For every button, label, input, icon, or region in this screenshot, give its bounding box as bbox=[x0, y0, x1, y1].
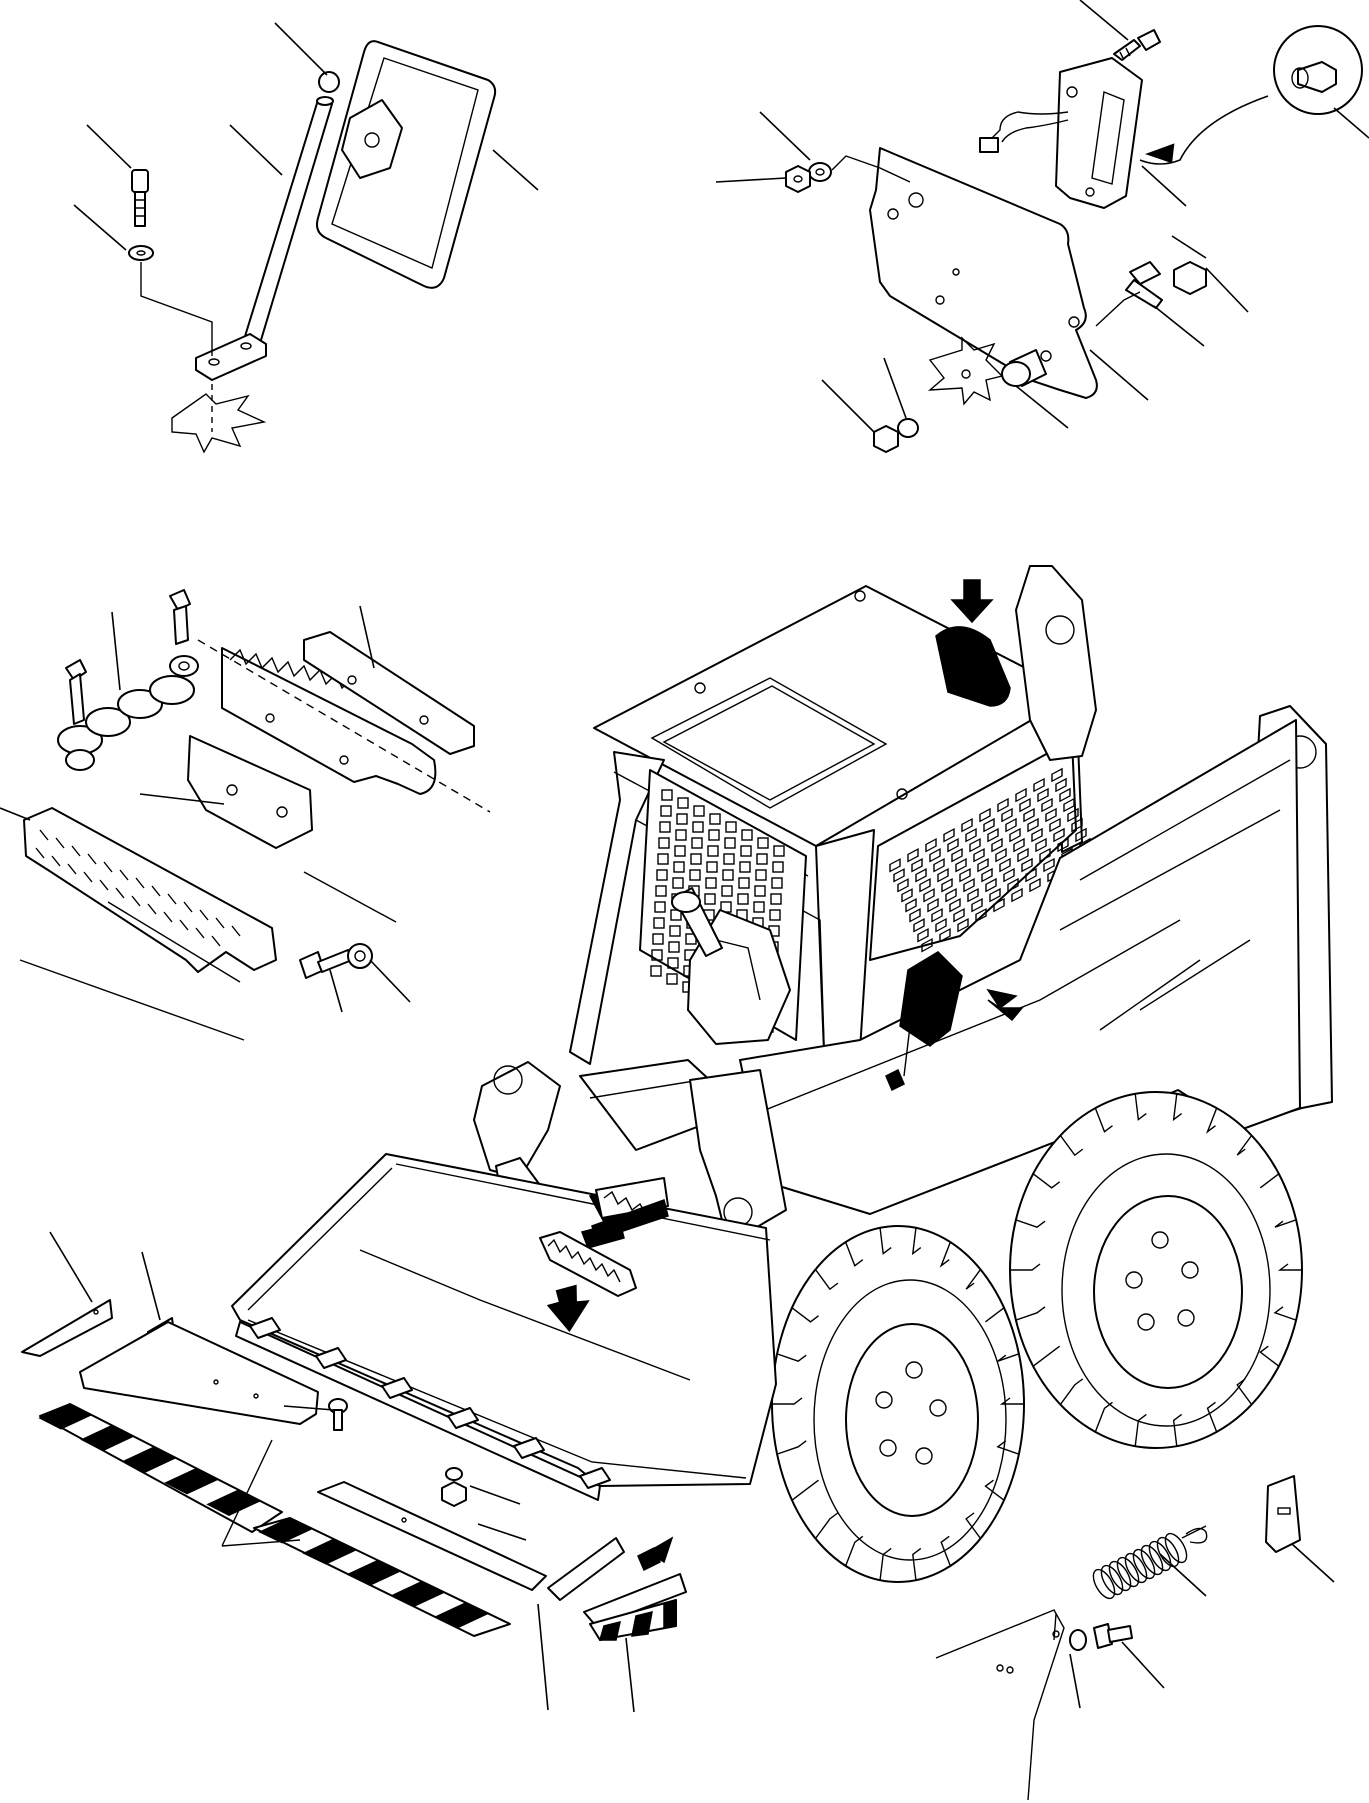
plate-washer-bottom bbox=[897, 418, 919, 438]
plate-plug bbox=[1173, 261, 1207, 295]
bucket bbox=[231, 1153, 777, 1501]
plate-light-assembly bbox=[715, 0, 1369, 453]
mirror-ball-cap bbox=[318, 71, 340, 93]
spring-latch-assembly bbox=[935, 1475, 1335, 1801]
edge-bolt bbox=[328, 1398, 348, 1431]
step-washer bbox=[347, 943, 373, 969]
plate-nut-top bbox=[785, 165, 811, 193]
latch-bolt bbox=[1093, 1623, 1133, 1649]
wheel-rear-right bbox=[1009, 1091, 1303, 1449]
latch-bracket bbox=[935, 1609, 1065, 1801]
hazard-stripe-corner bbox=[589, 1598, 677, 1641]
step-bolt bbox=[299, 949, 353, 979]
mirror-head bbox=[316, 40, 497, 289]
side-decal bbox=[885, 951, 963, 1092]
plate-washer-top bbox=[808, 162, 832, 182]
control-lever bbox=[671, 887, 723, 957]
cutting-edge-left bbox=[79, 1321, 319, 1425]
indicator-arrows bbox=[546, 579, 1024, 1572]
plate-spacer bbox=[1001, 349, 1047, 387]
plate-bolt-right bbox=[1125, 261, 1163, 309]
shackle-pin-left bbox=[65, 659, 87, 725]
mirror-base-plate bbox=[195, 333, 267, 381]
light-wire-harness bbox=[979, 111, 1069, 153]
step-assembly bbox=[0, 589, 491, 1041]
mounting-plate bbox=[869, 147, 1098, 399]
edge-nut bbox=[441, 1467, 467, 1507]
mount-surface-fragment-2 bbox=[927, 336, 1004, 406]
roof-decal bbox=[935, 626, 1011, 707]
skid-steer-loader bbox=[231, 565, 1333, 1583]
tow-chain bbox=[57, 655, 199, 771]
loader-body bbox=[739, 719, 1301, 1215]
step-tread bbox=[23, 807, 277, 973]
hazard-stripe-left bbox=[38, 1403, 283, 1533]
hazard-stripe-right bbox=[253, 1517, 511, 1637]
cutting-edge-assembly bbox=[21, 1231, 687, 1713]
latch-plate bbox=[1265, 1475, 1301, 1553]
latch-washer bbox=[1069, 1629, 1087, 1651]
mirror-assembly bbox=[73, 22, 539, 454]
cab-side-screen bbox=[869, 739, 1095, 961]
bulb-detail-circle bbox=[1273, 25, 1363, 115]
corner-guard-right bbox=[547, 1537, 687, 1627]
mirror-cap-screw bbox=[131, 169, 149, 227]
cutting-edge-right bbox=[317, 1481, 547, 1591]
latch-spring bbox=[1092, 1525, 1208, 1600]
step-bracket bbox=[187, 735, 313, 849]
plate-nut-bottom bbox=[873, 425, 899, 453]
mount-surface-fragment bbox=[171, 393, 267, 454]
shackle-pin-right bbox=[169, 589, 191, 645]
light-bolt bbox=[1113, 29, 1161, 61]
wheel-front-right bbox=[771, 1225, 1025, 1583]
mirror-washer bbox=[128, 245, 154, 261]
corner-guard-left bbox=[21, 1299, 113, 1357]
work-light bbox=[1055, 57, 1143, 209]
rubber-pad bbox=[303, 631, 475, 755]
